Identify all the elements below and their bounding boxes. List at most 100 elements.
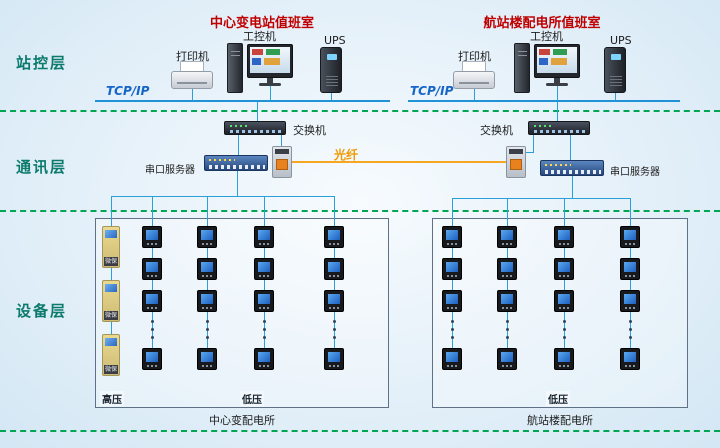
serial-server-label-right: 串口服务器 — [610, 167, 660, 178]
power-meter — [324, 226, 344, 248]
ellipsis-dot — [333, 336, 336, 339]
layer-label-device: 设备层 — [16, 302, 68, 320]
switch-ports — [230, 130, 282, 133]
power-meter — [324, 348, 344, 370]
power-meter — [442, 226, 462, 248]
meter-buttons — [559, 275, 569, 277]
network-line — [526, 152, 534, 153]
tcpip-label-right: TCP/IP — [410, 84, 454, 98]
divider-bottom — [0, 430, 720, 432]
network-line — [533, 135, 534, 152]
ups-label-right: UPS — [610, 34, 632, 47]
meter-buttons — [329, 275, 339, 277]
tower-drive-slots — [231, 51, 240, 59]
meter-screen — [146, 230, 158, 240]
meter-buttons — [329, 243, 339, 245]
network-line — [474, 89, 475, 101]
ellipsis-dot — [629, 328, 632, 331]
lv-tag-label-right: 低压 — [546, 391, 570, 406]
meter-buttons — [502, 243, 512, 245]
power-meter — [197, 348, 217, 370]
serial-server-icon — [204, 155, 268, 171]
monitor-icon — [534, 44, 580, 88]
ethernet-bus-right — [408, 100, 680, 102]
serial-server-label-left: 串口服务器 — [145, 165, 195, 176]
serial-server-ports — [545, 170, 601, 174]
power-meter — [442, 290, 462, 312]
network-line — [237, 171, 238, 196]
converter-top — [275, 149, 289, 154]
meter-screen — [201, 352, 213, 362]
meter-screen — [624, 230, 636, 240]
meter-buttons — [447, 365, 457, 367]
printer-body — [453, 71, 495, 89]
meter-screen — [201, 230, 213, 240]
power-meter — [554, 226, 574, 248]
meter-buttons — [329, 307, 339, 309]
relay-label: 微保 — [104, 257, 118, 266]
power-meter — [620, 226, 640, 248]
meter-buttons — [447, 243, 457, 245]
meter-screen — [446, 230, 458, 240]
meter-buttons — [147, 275, 157, 277]
meter-screen — [328, 294, 340, 304]
meter-screen — [328, 352, 340, 362]
meter-screen — [328, 230, 340, 240]
ups-display — [611, 54, 621, 60]
tower-drive-slots — [518, 51, 527, 59]
serial-server-icon — [540, 160, 604, 176]
printer-icon — [453, 61, 495, 89]
meter-screen — [624, 294, 636, 304]
power-meter — [197, 258, 217, 280]
monitor-stand — [267, 78, 273, 83]
divider-comm-device — [0, 210, 720, 212]
switch-leds — [230, 125, 250, 127]
divider-station-comm — [0, 110, 720, 112]
power-meter — [620, 348, 640, 370]
ellipsis-dot — [451, 328, 454, 331]
meter-buttons — [259, 275, 269, 277]
device-bus-left — [112, 196, 335, 197]
converter-top — [509, 149, 523, 154]
ellipsis-dot — [563, 320, 566, 323]
computer-tower-icon — [227, 43, 243, 93]
meter-buttons — [202, 275, 212, 277]
relay-label: 微保 — [104, 365, 118, 374]
network-line — [257, 102, 258, 121]
protection-relay: 微保 — [102, 280, 120, 322]
meter-screen — [258, 230, 270, 240]
power-meter — [254, 226, 274, 248]
ups-icon — [604, 47, 626, 93]
meter-buttons — [329, 365, 339, 367]
ellipsis-dot — [206, 336, 209, 339]
meter-screen — [146, 294, 158, 304]
meter-buttons — [559, 307, 569, 309]
device-bus-right — [452, 198, 631, 199]
meter-screen — [328, 262, 340, 272]
power-meter — [554, 290, 574, 312]
ups-vents — [610, 76, 622, 86]
protection-relay: 微保 — [102, 334, 120, 376]
ellipsis-dot — [206, 328, 209, 331]
meter-buttons — [625, 365, 635, 367]
meter-buttons — [502, 275, 512, 277]
meter-buttons — [202, 365, 212, 367]
ellipsis-dot — [563, 336, 566, 339]
ethernet-switch-icon — [224, 121, 286, 135]
power-meter — [254, 348, 274, 370]
fiber-port — [510, 159, 522, 170]
meter-screen — [446, 262, 458, 272]
printer-body — [171, 71, 213, 89]
switch-label-right: 交换机 — [480, 124, 513, 137]
ellipsis-dot — [563, 328, 566, 331]
monitor-stand — [554, 78, 560, 83]
meter-buttons — [502, 307, 512, 309]
monitor-icon — [247, 44, 293, 88]
serial-server-leds — [545, 164, 571, 166]
ups-label-left: UPS — [324, 34, 346, 47]
ellipsis-dot — [151, 328, 154, 331]
network-line — [331, 93, 332, 101]
power-meter — [324, 290, 344, 312]
ellipsis-dot — [333, 328, 336, 331]
room-title-left: 中心变电站值班室 — [209, 16, 314, 31]
